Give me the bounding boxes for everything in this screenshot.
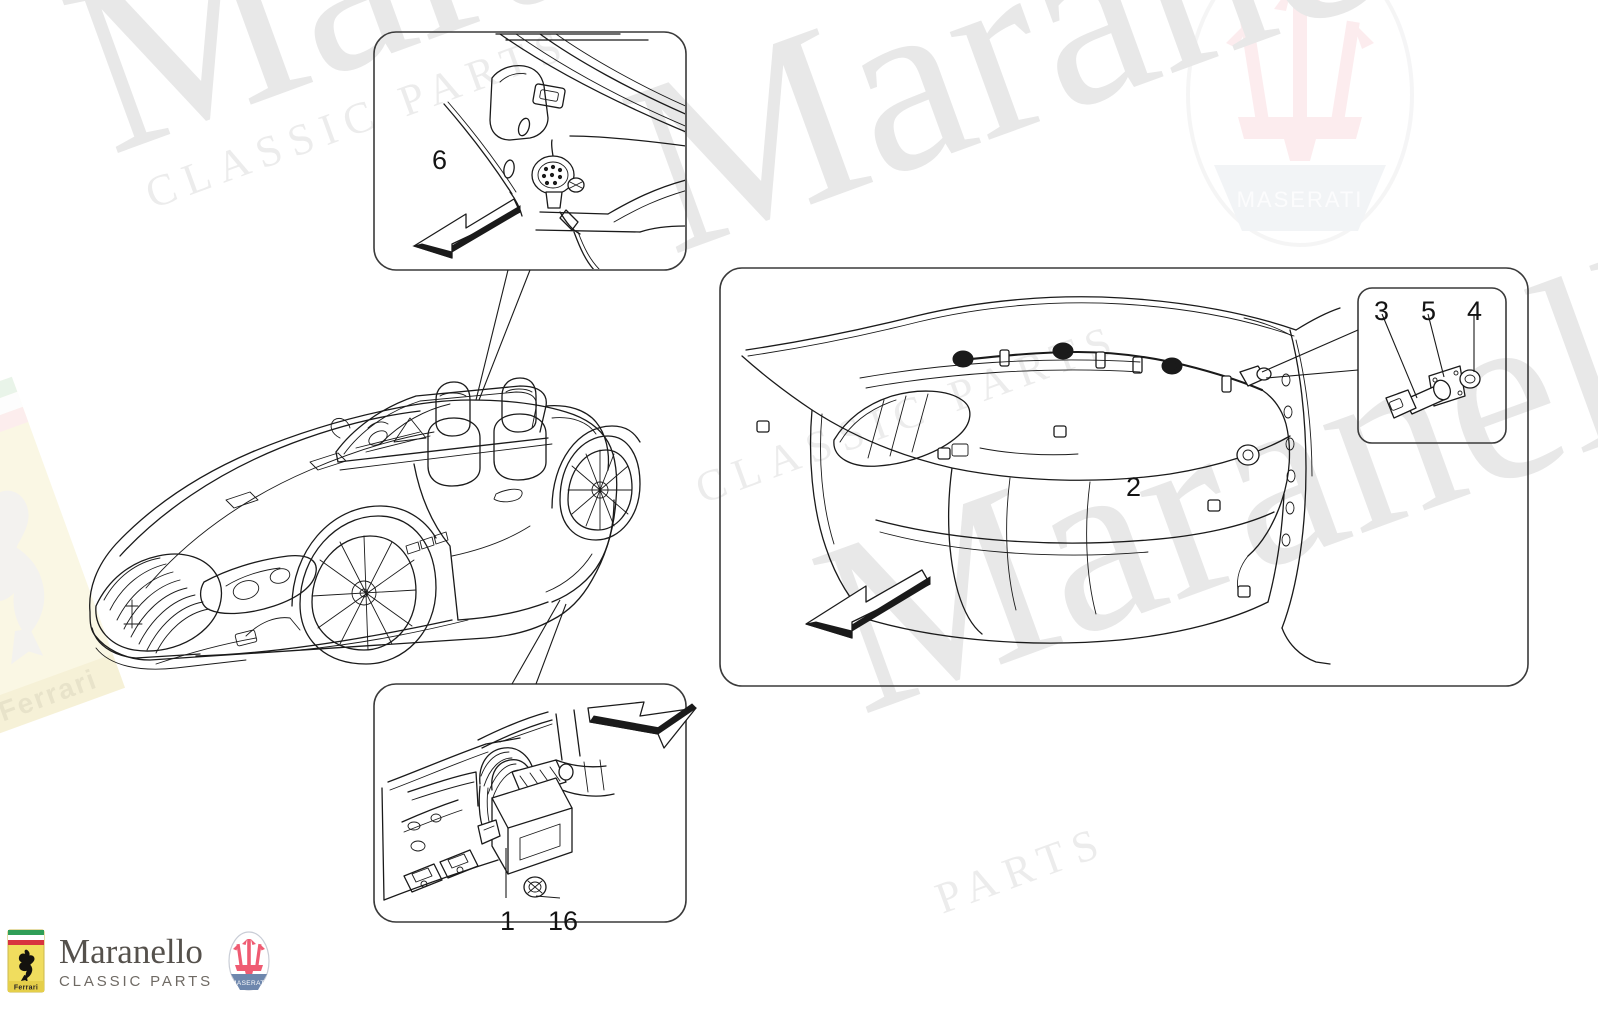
bumper-vent (833, 390, 971, 467)
callout-1: 1 (500, 906, 516, 936)
callout-2: 2 (1126, 472, 1142, 502)
ferrari-shield-icon: Ferrari (7, 929, 45, 993)
front-wheel (299, 515, 437, 665)
sensor-wiring-harness (756, 342, 1291, 598)
side-vent (405, 531, 449, 555)
parking-sensor (1161, 357, 1183, 375)
parking-sensor (952, 350, 974, 368)
sensor-installed (1239, 365, 1272, 387)
inset-connector-lines (1261, 329, 1359, 379)
buzzer-detail-illustration (412, 33, 685, 269)
panel-frame-ecu (373, 683, 687, 923)
rear-bumper-illustration (741, 296, 1341, 665)
direction-arrow-ecu (587, 701, 697, 749)
panel-frame-sensor-inset (1357, 287, 1507, 444)
buzzer-part (531, 139, 585, 209)
ecu-grommet (523, 876, 547, 898)
brand-subtitle: CLASSIC PARTS (59, 972, 214, 990)
maserati-trident-icon: MASERATI (228, 931, 270, 991)
floor-plugs (403, 849, 479, 893)
maserati-badge-text: MASERATI (231, 980, 267, 987)
headlight (199, 554, 317, 615)
seats (427, 377, 547, 487)
vehicle-illustration (89, 377, 641, 670)
ecu-module (477, 777, 573, 875)
rear-wheel (559, 435, 641, 541)
direction-arrow-buzzer (412, 198, 521, 259)
parking-sensor (1052, 342, 1074, 360)
callout-16: 16 (548, 906, 579, 936)
ferrari-badge-text: Ferrari (14, 985, 38, 992)
brand-name: Maranello (59, 931, 203, 971)
callout-6: 6 (432, 145, 448, 175)
direction-arrow-bumper (805, 569, 931, 639)
svg-text:MASERATI: MASERATI (1237, 187, 1364, 212)
control-module-illustration (381, 701, 697, 901)
callout-3: 3 (1374, 296, 1390, 326)
fasteners (503, 117, 531, 179)
callout-5: 5 (1421, 296, 1437, 326)
panel-leader-lines (475, 269, 567, 685)
brand-wordmark: Maranello CLASSIC PARTS (59, 934, 213, 989)
callout-4: 4 (1467, 296, 1483, 326)
front-grille (95, 553, 223, 654)
panel-frame-bumper (719, 267, 1529, 687)
maranello-brand-logo[interactable]: Ferrari Maranello CLASSIC PARTS (6, 928, 272, 994)
sensor-inset-illustration (1261, 313, 1481, 419)
